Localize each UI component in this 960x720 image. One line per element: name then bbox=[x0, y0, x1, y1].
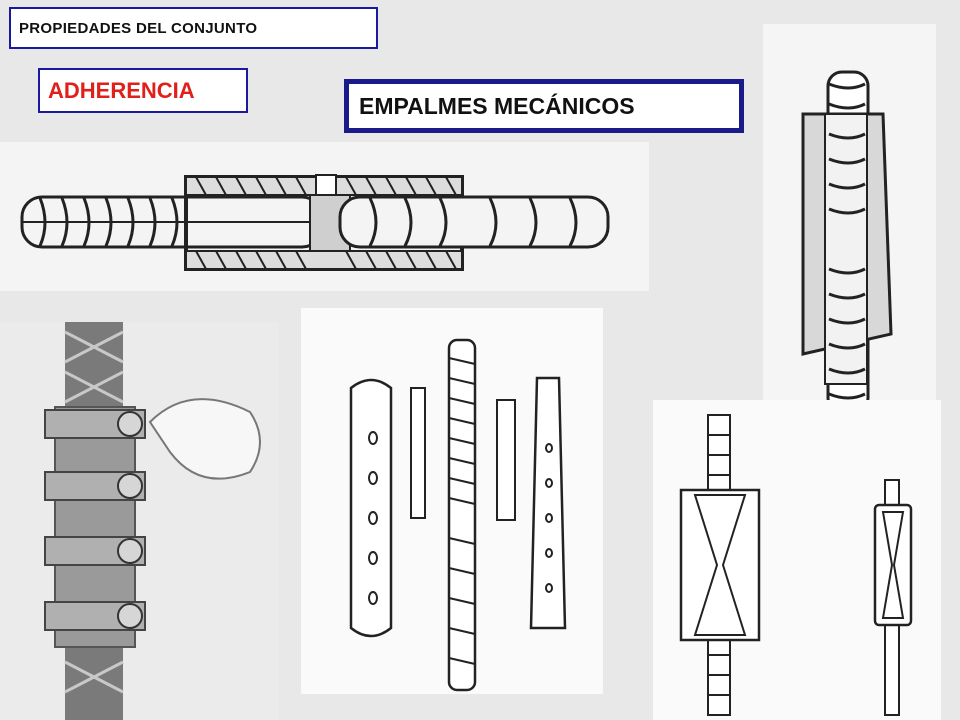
bolted-coupler-photo bbox=[0, 322, 279, 720]
section-label-adherencia: ADHERENCIA bbox=[38, 68, 248, 113]
page-header-title: PROPIEDADES DEL CONJUNTO bbox=[9, 7, 378, 49]
exploded-sleeve-illustration bbox=[301, 308, 603, 694]
grouted-sleeve-illustration bbox=[763, 24, 936, 422]
topic-title-empalmes: EMPALMES MECÁNICOS bbox=[344, 79, 744, 133]
threaded-coupler-illustration bbox=[0, 142, 649, 291]
wedge-coupler-illustration bbox=[653, 400, 941, 720]
